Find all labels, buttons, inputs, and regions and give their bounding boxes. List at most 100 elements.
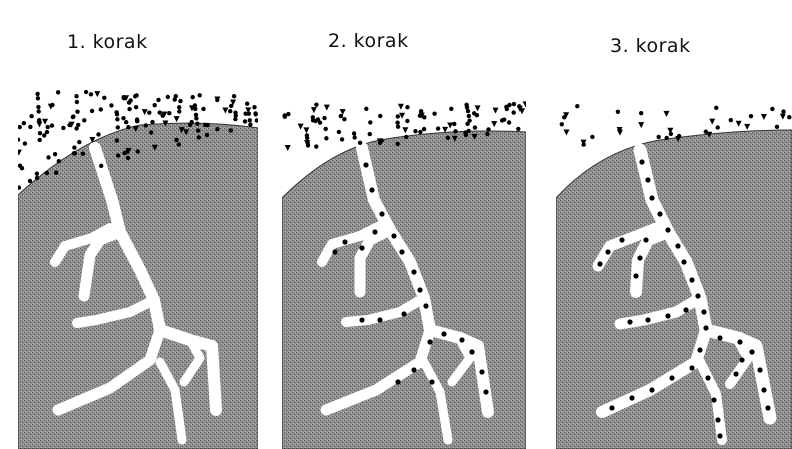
- particle-dot: [75, 100, 79, 104]
- particle-dot: [627, 319, 632, 324]
- particle-dot: [81, 152, 85, 156]
- particle-dot: [116, 153, 120, 157]
- particle-dot: [29, 114, 33, 118]
- particle-dot: [28, 179, 32, 183]
- particle-dot: [177, 109, 181, 113]
- particle-dot: [665, 136, 669, 140]
- particle-dot: [761, 387, 766, 392]
- particle-dot: [135, 119, 139, 123]
- particle-dot: [770, 107, 774, 111]
- particle-dot: [46, 155, 50, 159]
- particle-dot: [368, 132, 372, 136]
- particle-triangle: [222, 108, 228, 114]
- particle-dot: [512, 102, 516, 106]
- particle-dot: [469, 349, 474, 354]
- particle-dot: [436, 126, 440, 130]
- particle-dot: [144, 123, 148, 127]
- particle-dot: [483, 389, 488, 394]
- particle-dot: [229, 104, 233, 108]
- particle-dot: [133, 94, 137, 98]
- particle-dot: [467, 118, 471, 122]
- particle-dot: [244, 112, 248, 116]
- particle-dot: [121, 116, 125, 120]
- particle-dot: [50, 103, 54, 107]
- particle-dot: [16, 138, 20, 142]
- particle-dot: [562, 115, 566, 119]
- particle-dot: [704, 130, 708, 134]
- particle-dot: [781, 109, 785, 113]
- particle-dot: [314, 144, 318, 148]
- particle-dot: [205, 133, 209, 137]
- particle-dot: [359, 317, 364, 322]
- particle-dot: [446, 136, 450, 140]
- particle-dot: [399, 249, 404, 254]
- particle-dot: [507, 103, 511, 107]
- particle-dot: [353, 135, 357, 139]
- particle-dot: [255, 118, 259, 122]
- particle-dot: [252, 105, 256, 109]
- particle-dot: [248, 123, 252, 127]
- particle-dot: [637, 255, 642, 260]
- particle-dot: [369, 187, 374, 192]
- particle-triangle: [402, 127, 408, 133]
- particle-dot: [380, 138, 384, 142]
- particle-dot: [201, 107, 205, 111]
- particle-triangle: [617, 130, 623, 136]
- particle-dot: [633, 273, 638, 278]
- particle-dot: [429, 379, 434, 384]
- particle-dot: [18, 125, 22, 129]
- particle-triangle: [493, 108, 499, 114]
- particle-dot: [42, 133, 46, 137]
- particle-dot: [472, 111, 476, 115]
- particle-dot: [689, 365, 694, 370]
- particle-dot: [737, 339, 742, 344]
- particle-dot: [466, 109, 470, 113]
- particle-dot: [643, 237, 648, 242]
- particle-triangle: [491, 121, 497, 127]
- particle-dot: [717, 433, 722, 438]
- particle-triangle: [174, 116, 180, 122]
- particle-dot: [645, 317, 650, 322]
- particle-dot: [36, 96, 40, 100]
- particle-triangle: [398, 104, 404, 110]
- particle-dot: [352, 131, 356, 135]
- particle-dot: [649, 387, 654, 392]
- particle-dot: [681, 259, 686, 264]
- particle-dot: [74, 94, 78, 98]
- particle-dot: [90, 109, 94, 113]
- particle-dot: [703, 325, 708, 330]
- particle-dot: [363, 162, 368, 167]
- particle-dot: [368, 120, 372, 124]
- particle-triangle: [94, 91, 100, 97]
- particle-dot: [245, 102, 249, 106]
- particle-triangle: [638, 122, 644, 128]
- particle-dot: [391, 233, 396, 238]
- particle-dot: [115, 112, 119, 116]
- particle-dot: [233, 117, 237, 121]
- particle-dot: [787, 115, 791, 119]
- particle-triangle: [475, 105, 481, 111]
- particle-dot: [71, 115, 75, 119]
- particle-dot: [194, 116, 198, 120]
- particle-dot: [197, 135, 201, 139]
- particle-dot: [452, 122, 456, 126]
- particle-dot: [115, 117, 119, 121]
- particle-dot: [683, 307, 688, 312]
- particle-dot: [57, 159, 61, 163]
- particle-dot: [711, 397, 716, 402]
- particle-dot: [427, 339, 432, 344]
- particle-dot: [590, 135, 594, 139]
- particle-dot: [405, 105, 409, 109]
- particle-triangle: [761, 114, 767, 120]
- particle-dot: [441, 331, 446, 336]
- particle-dot: [396, 114, 400, 118]
- particle-dot: [507, 120, 511, 124]
- particle-triangle: [16, 150, 22, 156]
- particle-dot: [665, 227, 670, 232]
- particle-dot: [473, 125, 477, 129]
- particle-dot: [689, 277, 694, 282]
- particle-dot: [340, 137, 344, 141]
- particle-dot: [417, 287, 422, 292]
- particle-dot: [729, 118, 733, 122]
- panel-step-2: [282, 101, 529, 449]
